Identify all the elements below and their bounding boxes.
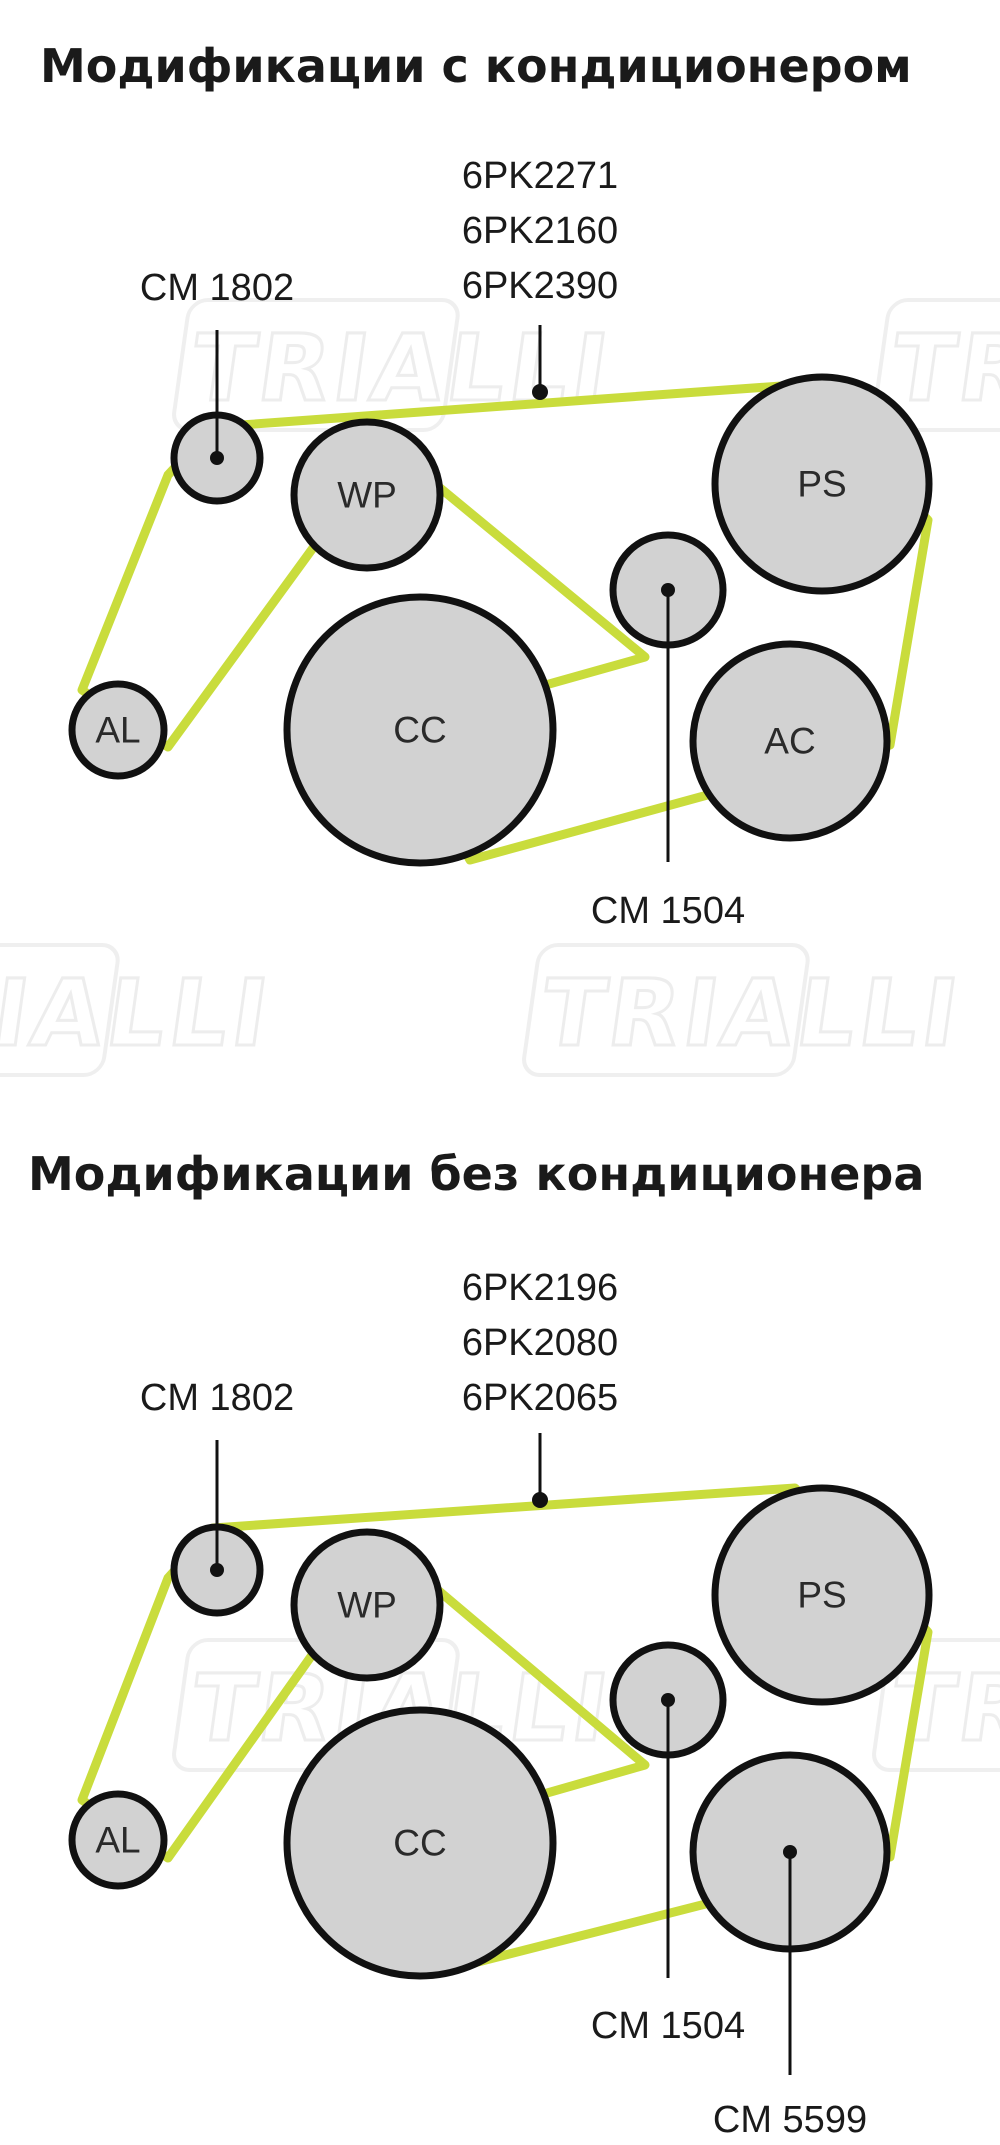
- idler-bottom-label: CM 5599: [713, 2099, 867, 2141]
- pulley-wp: WP: [290, 1528, 444, 1682]
- watermark-text: TRIALLI: [0, 959, 278, 1066]
- watermark-text: TRIALLI: [535, 959, 969, 1066]
- pulley-al-label: AL: [95, 710, 140, 751]
- belt-part-3: 6PK2065: [462, 1377, 618, 1419]
- pulley-wp-label: WP: [337, 1585, 397, 1626]
- pulley-ps: PS: [711, 373, 933, 595]
- belt-part-1: 6PK2196: [462, 1267, 618, 1309]
- diagram-without-ac: Модификации без кондиционера PS CC WP AL: [28, 1147, 933, 2141]
- belt-part-2: 6PK2080: [462, 1322, 618, 1364]
- pulley-al: AL: [68, 680, 168, 780]
- pulley-cc-label: CC: [393, 710, 446, 751]
- pulley-cc-label: CC: [393, 1823, 446, 1864]
- belt-part-1: 6PK2271: [462, 155, 618, 197]
- diagram-title: Модификации без кондиционера: [28, 1147, 924, 1201]
- pulley-cc: CC: [283, 593, 557, 867]
- pulley-al-label: AL: [95, 1820, 140, 1861]
- belt-part-2: 6PK2160: [462, 210, 618, 252]
- pulley-al: AL: [68, 1790, 168, 1890]
- belt-marker: [532, 1492, 548, 1508]
- pulley-ac: AC: [689, 640, 891, 842]
- tensioner-label: CM 1504: [591, 2005, 745, 2047]
- pulley-wp: WP: [290, 418, 444, 572]
- diagram-title: Модификации с кондиционером: [40, 39, 912, 93]
- watermark-text: TRIALLI: [885, 1654, 1000, 1761]
- pulley-ps-label: PS: [797, 464, 846, 505]
- pulley-ps-label: PS: [797, 1575, 846, 1616]
- pulley-ps: PS: [711, 1484, 933, 1706]
- pulley-wp-label: WP: [337, 475, 397, 516]
- belt-part-3: 6PK2390: [462, 265, 618, 307]
- diagram-with-ac: Модификации с кондиционером PS AC CC WP …: [40, 39, 933, 932]
- idler-top-label: CM 1802: [140, 1377, 294, 1419]
- tensioner-label: CM 1504: [591, 890, 745, 932]
- pulley-ac-label: AC: [764, 721, 815, 762]
- pulley-cc: CC: [283, 1706, 557, 1980]
- idler-top-label: CM 1802: [140, 267, 294, 309]
- belt-marker: [532, 384, 548, 400]
- watermark-text: TRIALLI: [885, 314, 1000, 421]
